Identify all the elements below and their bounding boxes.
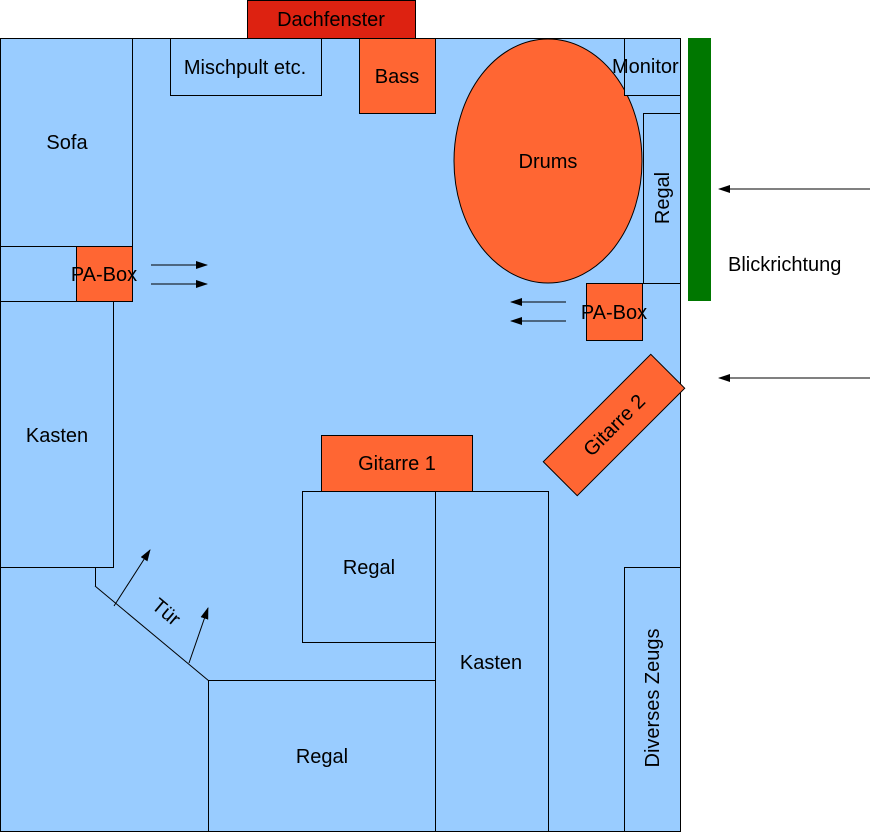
cabinet-left-label: Kasten [26,425,88,447]
bass [359,38,436,114]
door [94,585,210,682]
monitor [624,38,681,96]
shelf-center-label: Regal [343,557,395,579]
mixing-desk-label: Mischpult etc. [184,57,306,79]
pa-box-right-label: PA-Box [581,302,647,324]
shelf-center [302,491,436,643]
misc-stuff-label: Diverses Zeugs [642,629,664,768]
guitar-2 [542,353,686,497]
drums-label: Drums [519,151,578,173]
pa-box-left-label: PA-Box [71,264,137,286]
guitar-1-label: Gitarre 1 [358,453,436,475]
drums [453,38,643,284]
shelf-bottom-label: Regal [296,746,348,768]
monitor-label: Monitor [612,56,679,78]
cabinet-left [0,301,114,568]
sofa-label: Sofa [46,132,88,154]
door-arrow-2 [188,607,209,664]
cabinet-center-label: Kasten [460,652,522,674]
skylight [247,0,416,39]
sofa [0,38,133,247]
bass-label: Bass [375,66,419,88]
shelf-right-label: Regal [652,172,674,224]
view-direction-bar [688,38,711,301]
misc-stuff [624,567,681,832]
pa-box-right [586,283,643,341]
skylight-label: Dachfenster [277,9,385,31]
guitar-1 [321,435,473,492]
door-arrow-1 [113,549,151,607]
view-direction-label: Blickrichtung [728,254,841,276]
pa-box-left [76,246,133,302]
mixing-desk [170,38,322,96]
shelf-right [643,113,681,284]
shelf-bottom [208,680,436,832]
cabinet-center [435,491,549,832]
